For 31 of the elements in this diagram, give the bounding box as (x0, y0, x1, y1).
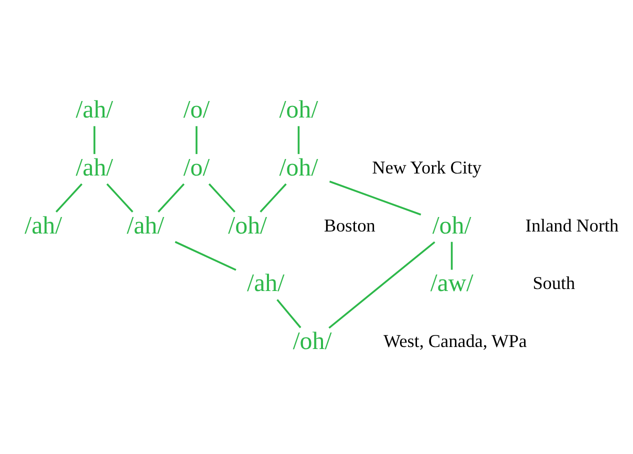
connector (158, 183, 185, 213)
label: West, Canada, WPa (384, 331, 527, 352)
node-text: /ah/ (126, 212, 164, 240)
connector (276, 299, 302, 328)
connector (328, 241, 436, 329)
connector (106, 183, 134, 213)
connector (196, 126, 198, 154)
node-text: /o/ (183, 96, 210, 124)
node-text: /oh/ (432, 212, 472, 240)
node-text: /ah/ (24, 212, 62, 240)
label: New York City (372, 157, 482, 178)
connector (260, 183, 287, 213)
node-text: /o/ (183, 154, 210, 182)
label: South (532, 273, 576, 294)
node-text: /ah/ (76, 154, 114, 182)
node-text: /oh/ (279, 96, 318, 124)
node-text: /oh/ (292, 328, 332, 356)
node-text: /aw/ (430, 270, 474, 298)
label: Boston (324, 215, 376, 236)
node-text: /oh/ (279, 154, 318, 182)
connector (94, 126, 96, 154)
connector (450, 242, 453, 270)
node-text: /oh/ (228, 212, 267, 240)
label: Inland North (525, 215, 619, 236)
connector (298, 126, 300, 154)
connector (56, 183, 82, 213)
connector (174, 241, 236, 271)
connector (329, 180, 422, 216)
node-text: /ah/ (76, 96, 114, 124)
node-text: /ah/ (247, 270, 284, 298)
connector (208, 183, 236, 213)
